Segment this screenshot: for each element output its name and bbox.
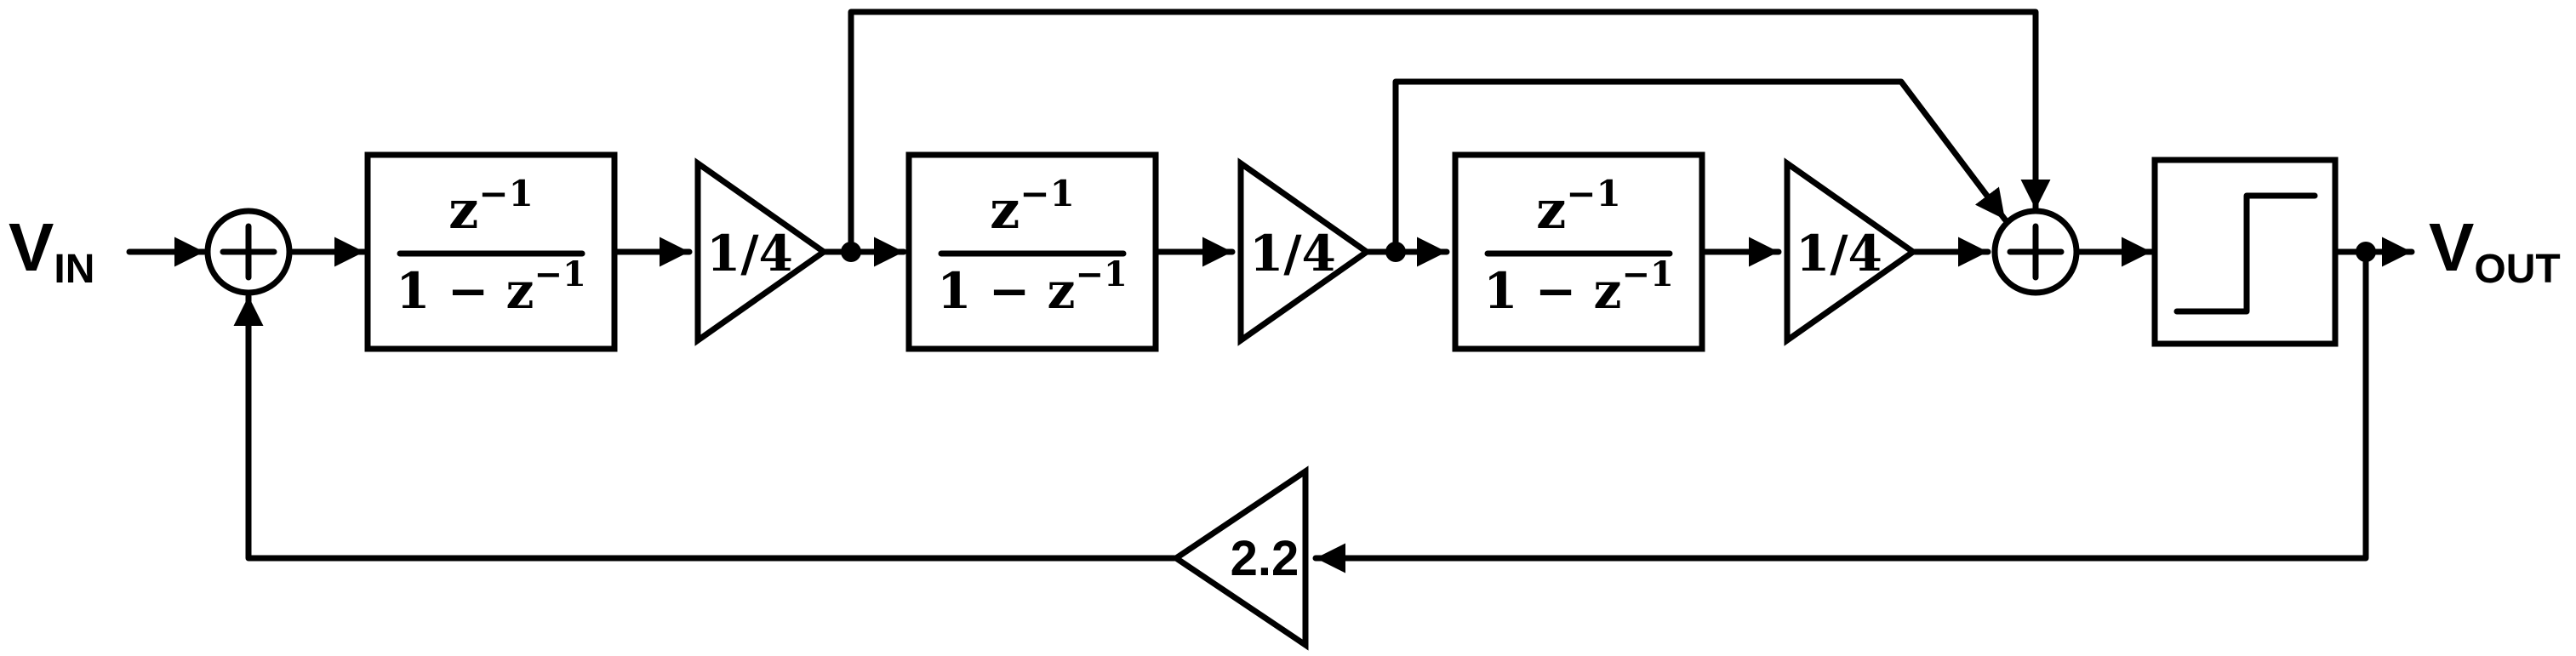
feedback-wires: [233, 248, 2369, 573]
input-label-main: V: [9, 209, 54, 285]
gain-block-2: 1/4: [1237, 157, 1373, 346]
output-label: VOUT: [2429, 209, 2561, 292]
gain-block-3: 1/4: [1784, 157, 1919, 346]
feedback-gain-label: 2.2: [1231, 531, 1299, 586]
integrator-block-3: z−1 1 − z−1: [1452, 151, 1705, 352]
integrator-block-1: z−1 1 − z−1: [364, 151, 618, 352]
quantizer-step-icon: [2173, 192, 2318, 315]
summer-2: [1991, 208, 2080, 296]
input-label-sub: IN: [54, 247, 94, 292]
gain-2-label: 1/4: [1249, 225, 1336, 282]
output-label-sub: OUT: [2474, 247, 2560, 292]
gain-3-label: 1/4: [1796, 225, 1882, 282]
junction-dot-2: [1385, 242, 1406, 262]
integrator-block-2: z−1 1 − z−1: [905, 151, 1159, 352]
summer-1: [204, 208, 293, 296]
wire-feedforward-inner: [1392, 78, 2008, 255]
wire-feedback-to-summer1: [233, 293, 1178, 562]
wire-output-to-feedback-gain: [1312, 248, 2369, 573]
integrator-1-numerator: z−1: [448, 173, 534, 241]
gain-1-label: 1/4: [706, 225, 793, 282]
gain-block-1: 1/4: [694, 157, 830, 346]
integrator-2-numerator: z−1: [990, 173, 1075, 241]
input-label: VIN: [9, 209, 94, 292]
wire-feedforward-outer: [848, 9, 2051, 255]
quantizer-block: [2151, 157, 2339, 347]
integrator-1-denominator: 1 − z−1: [396, 254, 586, 320]
integrator-3-denominator: 1 − z−1: [1483, 254, 1674, 320]
output-label-main: V: [2429, 209, 2474, 285]
feedforward-wires: [848, 9, 2051, 255]
junction-dot-output: [2356, 242, 2376, 262]
junction-dot-1: [841, 242, 861, 262]
integrator-3-numerator: z−1: [1536, 173, 1621, 241]
integrator-2-denominator: 1 − z−1: [937, 254, 1128, 320]
feedback-gain-block: 2.2: [1170, 465, 1309, 651]
